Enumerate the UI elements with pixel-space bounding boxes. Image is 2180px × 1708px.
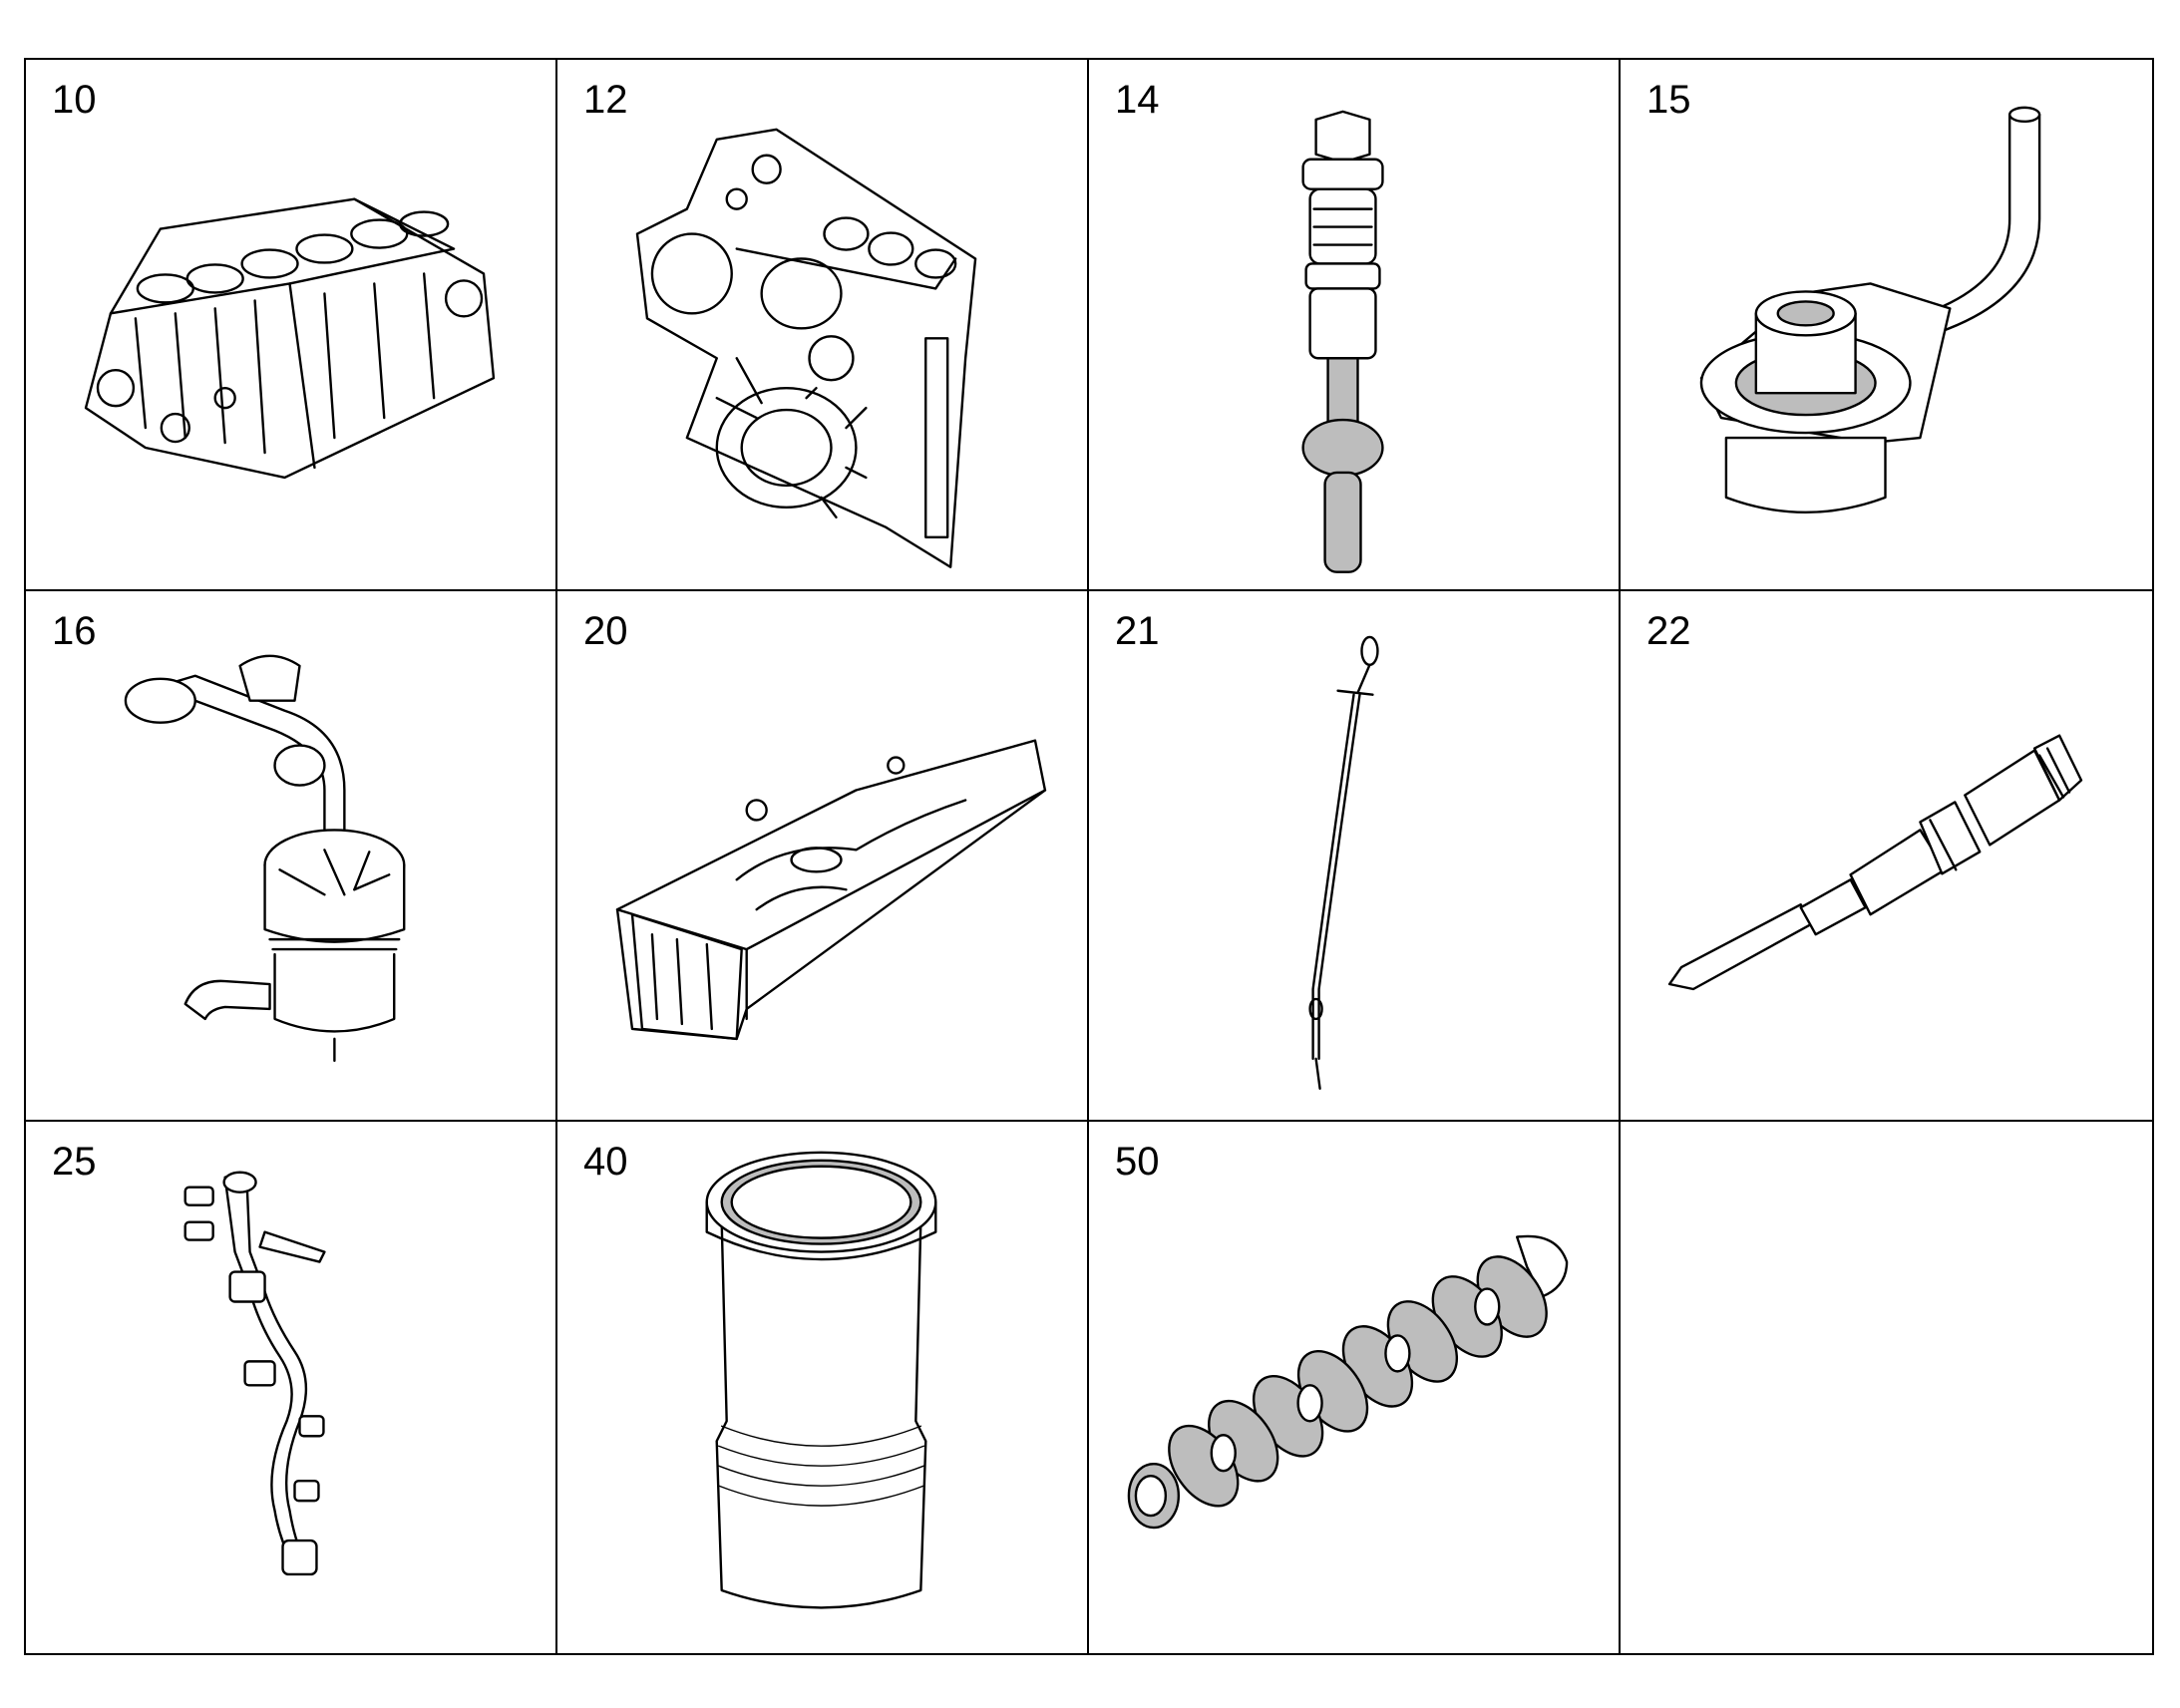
part-cell-20[interactable]: 20	[557, 590, 1089, 1123]
part-cell-21[interactable]: 21	[1089, 590, 1621, 1123]
part-cell-22[interactable]: 22	[1621, 591, 2152, 1123]
engine-block-icon	[84, 197, 496, 480]
part-number: 21	[1115, 608, 1160, 653]
part-cell-14[interactable]: 14	[1089, 60, 1621, 591]
part-number: 12	[583, 78, 628, 122]
part-number: 40	[583, 1140, 628, 1185]
cylinder-liner-icon	[705, 1151, 937, 1609]
breather-separator-icon	[124, 654, 406, 1062]
part-cell-15[interactable]: 15	[1621, 60, 2152, 591]
oil-pan-icon	[615, 739, 1047, 1040]
oil-tube-icon	[1699, 106, 2041, 513]
dipstick-icon	[1308, 635, 1379, 1090]
part-number: 10	[52, 78, 97, 122]
timing-case-icon	[635, 128, 977, 568]
empty-cell	[1621, 1122, 2152, 1653]
part-cell-25[interactable]: 25	[26, 1122, 557, 1653]
part-number: 25	[52, 1140, 97, 1185]
hose-line-icon	[183, 1171, 326, 1576]
parts-grid: 10 12	[24, 58, 2154, 1655]
part-number: 14	[1115, 78, 1160, 122]
part-cell-16[interactable]: 16	[26, 590, 557, 1123]
sensor-probe-icon	[1667, 734, 2083, 990]
part-number: 22	[1646, 608, 1691, 653]
part-cell-50[interactable]: 50	[1089, 1122, 1621, 1653]
part-cell-12[interactable]: 12	[557, 60, 1089, 591]
part-cell-40[interactable]: 40	[557, 1122, 1089, 1653]
part-number: 16	[52, 608, 97, 653]
part-number: 20	[583, 608, 628, 653]
part-number: 50	[1115, 1140, 1160, 1185]
crankshaft-icon	[1127, 1235, 1569, 1530]
part-number: 15	[1646, 78, 1691, 122]
valve-plug-icon	[1301, 110, 1384, 573]
part-cell-10[interactable]: 10	[26, 60, 557, 591]
